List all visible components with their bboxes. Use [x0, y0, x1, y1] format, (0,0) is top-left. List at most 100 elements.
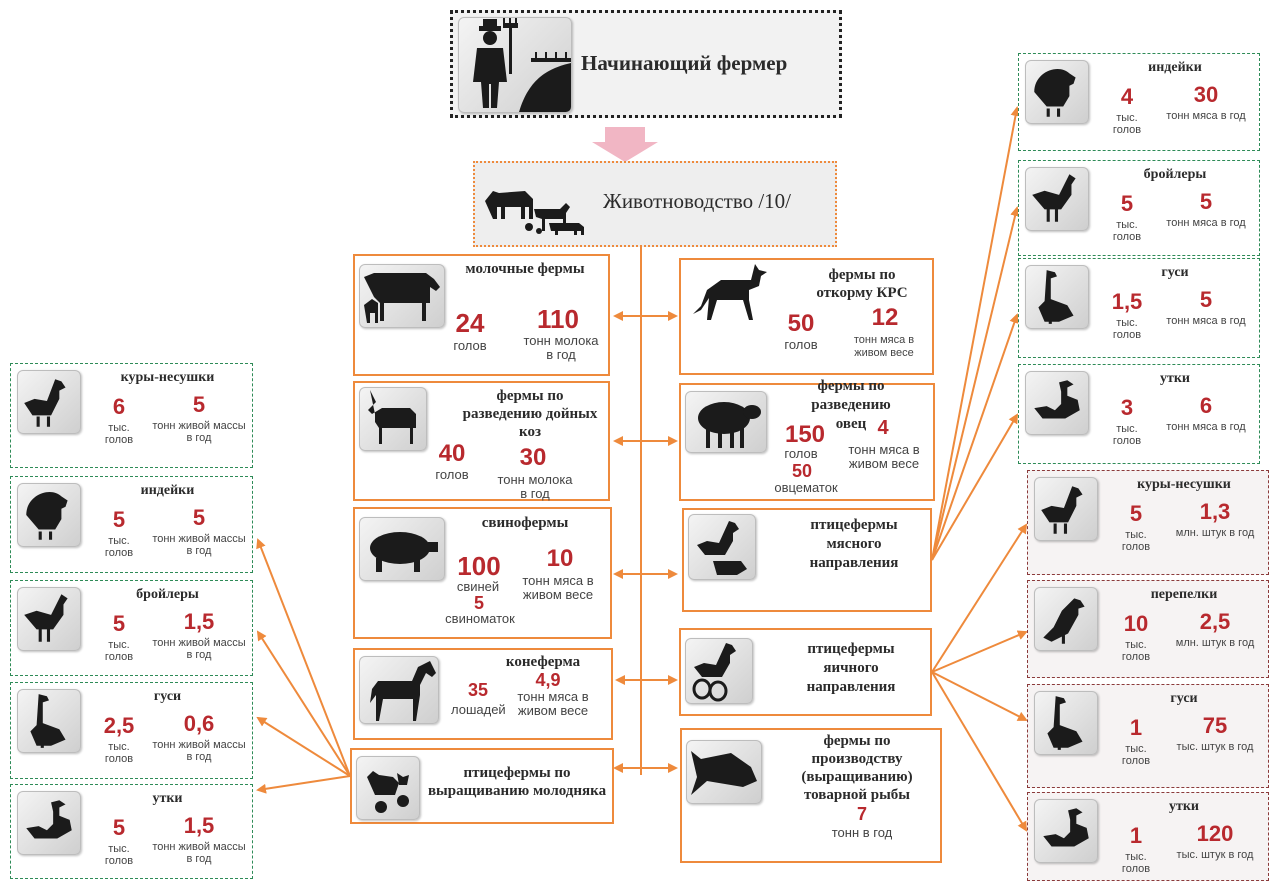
turkey-icon	[17, 483, 81, 547]
horse-meat-unit: тонн мяса в живом весе	[517, 689, 589, 718]
sheep-meat-value: 4	[877, 417, 889, 439]
right-top-box-2: гуси 1,5 тыс. голов 5 тонн мяса в год	[1018, 258, 1260, 358]
right-bottom-title-3: утки	[1168, 799, 1199, 814]
broiler-icon	[17, 587, 81, 651]
left-heads-value-4: 5	[112, 815, 126, 840]
left-box-1: индейки 5 тыс. голов 5 тонн живой массы …	[10, 476, 253, 573]
root-label: Начинающий фермер	[581, 51, 788, 75]
pig-farm-title: свинофермы	[481, 515, 569, 531]
right-top-title-1: бройлеры	[1143, 167, 1207, 182]
right-bottom-heads-unit-1: тыс. голов	[1121, 639, 1151, 663]
bull-icon	[683, 262, 769, 332]
goat-milk-unit: тонн молока в год	[497, 472, 573, 501]
ewe-value: 50	[791, 461, 813, 481]
right-top-box-1: бройлеры 5 тыс. голов 5 тонн мяса в год	[1018, 160, 1260, 256]
left-title-4: утки	[152, 791, 183, 806]
farmer-icon	[458, 17, 572, 113]
egg-poultry-title: птицефермы яичного направления	[806, 641, 896, 695]
young-poultry-title: птицефермы по выращиванию молодняка	[427, 765, 607, 799]
left-title-3: гуси	[153, 689, 182, 704]
goat-heads-unit: голов	[435, 467, 469, 482]
right-top-output-unit-3: тонн мяса в год	[1166, 421, 1246, 433]
goat-farm-title: фермы по разведению дойных коз	[462, 388, 598, 440]
left-output-value-4: 1,5	[183, 813, 215, 838]
root-box: Начинающий фермер	[450, 10, 842, 118]
livestock-label: Животноводство /10/	[603, 189, 792, 213]
meat-poultry-title: птицефермы мясного направления	[809, 517, 899, 571]
right-top-output-unit-0: тонн мяса в год	[1166, 110, 1246, 122]
right-bottom-output-value-3: 120	[1196, 821, 1234, 846]
egg-poultry-box: птицефермы яичного направления	[679, 628, 932, 716]
pig-heads-unit: свиней	[456, 579, 500, 594]
quail-icon	[1034, 587, 1098, 651]
right-top-output-value-0: 30	[1193, 82, 1219, 107]
turkey-icon	[1025, 60, 1089, 124]
egg-hen-icon	[685, 638, 753, 704]
right-top-title-2: гуси	[1161, 265, 1189, 280]
left-output-unit-1: тонн живой массы в год	[152, 533, 246, 557]
right-top-heads-unit-3: тыс. голов	[1112, 423, 1142, 447]
horse-meat-value: 4,9	[535, 670, 561, 690]
broiler-icon	[1025, 167, 1089, 231]
fish-value: 7	[856, 804, 867, 824]
right-top-output-unit-1: тонн мяса в год	[1166, 217, 1246, 229]
right-bottom-output-unit-2: тыс. штук в год	[1176, 741, 1254, 753]
right-top-output-value-2: 5	[1199, 287, 1213, 312]
pig-heads-value: 100	[457, 551, 501, 581]
horse-heads-value: 35	[467, 680, 489, 700]
fish-farm-box: фермы по производству (выращиванию) това…	[680, 728, 942, 863]
right-bottom-heads-value-1: 10	[1123, 611, 1149, 636]
meat-poultry-box: птицефермы мясного направления	[682, 508, 932, 612]
pig-meat-unit: тонн мяса в живом весе	[522, 573, 594, 602]
right-bottom-output-unit-3: тыс. штук в год	[1176, 849, 1254, 861]
right-top-box-3: утки 3 тыс. голов 6 тонн мяса в год	[1018, 364, 1260, 464]
right-top-title-0: индейки	[1148, 60, 1202, 75]
left-box-2: бройлеры 5 тыс. голов 1,5 тонн живой мас…	[10, 580, 253, 676]
cattle-heads-value: 50	[787, 310, 815, 337]
dairy-farm-box: молочные фермы 24 голов 110 тонн молока …	[353, 254, 610, 376]
sheep-farm-title: фермы по разведению овец	[811, 378, 891, 432]
pig-meat-value: 10	[546, 545, 574, 572]
sheep-farm-box: фермы по разведению овец 150 голов 50 ов…	[679, 378, 935, 501]
right-top-heads-value-0: 4	[1120, 84, 1134, 109]
right-top-output-value-3: 6	[1199, 393, 1213, 418]
left-title-1: индейки	[140, 483, 195, 498]
cattle-fattening-title: фермы по откорму КРС	[816, 267, 908, 301]
hen-icon	[17, 370, 81, 434]
horse-heads-unit: лошадей	[451, 702, 506, 717]
right-bottom-output-unit-1: млн. штук в год	[1175, 637, 1255, 649]
horse-farm-title: конеферма	[505, 654, 581, 670]
goose-icon	[1025, 265, 1089, 329]
left-box-3: гуси 2,5 тыс. голов 0,6 тонн живой массы…	[10, 682, 253, 779]
right-top-heads-unit-0: тыс. голов	[1112, 112, 1142, 136]
goat-milk-value: 30	[519, 444, 547, 471]
duck-icon	[1034, 799, 1098, 863]
left-output-unit-2: тонн живой массы в год	[152, 637, 246, 661]
right-top-output-value-1: 5	[1199, 189, 1213, 214]
sow-unit: свиноматок	[445, 611, 515, 626]
left-output-value-0: 5	[192, 392, 206, 417]
right-bottom-box-1: перепелки 10 тыс. голов 2,5 млн. штук в …	[1027, 580, 1269, 678]
left-output-unit-4: тонн живой массы в год	[152, 841, 246, 865]
cattle-meat-value: 12	[871, 304, 899, 331]
duck-icon	[1025, 371, 1089, 435]
right-bottom-box-2: гуси 1 тыс. голов 75 тыс. штук в год	[1027, 684, 1269, 788]
sheep-icon	[685, 391, 767, 453]
left-output-value-2: 1,5	[183, 609, 215, 634]
goose-icon	[17, 689, 81, 753]
right-bottom-title-2: гуси	[1170, 691, 1198, 706]
duck-icon	[17, 791, 81, 855]
sheep-meat-unit: тонн мяса в живом весе	[848, 442, 920, 471]
goat-farm-box: фермы по разведению дойных коз 40 голов …	[353, 381, 610, 501]
dairy-milk-value: 110	[537, 304, 579, 334]
horse-farm-box: конеферма 35 лошадей 4,9 тонн мяса в жив…	[353, 648, 613, 740]
dairy-heads-unit: голов	[453, 338, 487, 353]
hen-icon	[1034, 477, 1098, 541]
left-title-2: бройлеры	[136, 587, 199, 602]
dairy-heads-value: 24	[455, 308, 485, 338]
sheep-heads-unit: голов	[784, 446, 818, 461]
left-output-unit-3: тонн живой массы в год	[152, 739, 246, 763]
cattle-heads-unit: голов	[784, 337, 818, 352]
goat-heads-value: 40	[438, 440, 466, 467]
